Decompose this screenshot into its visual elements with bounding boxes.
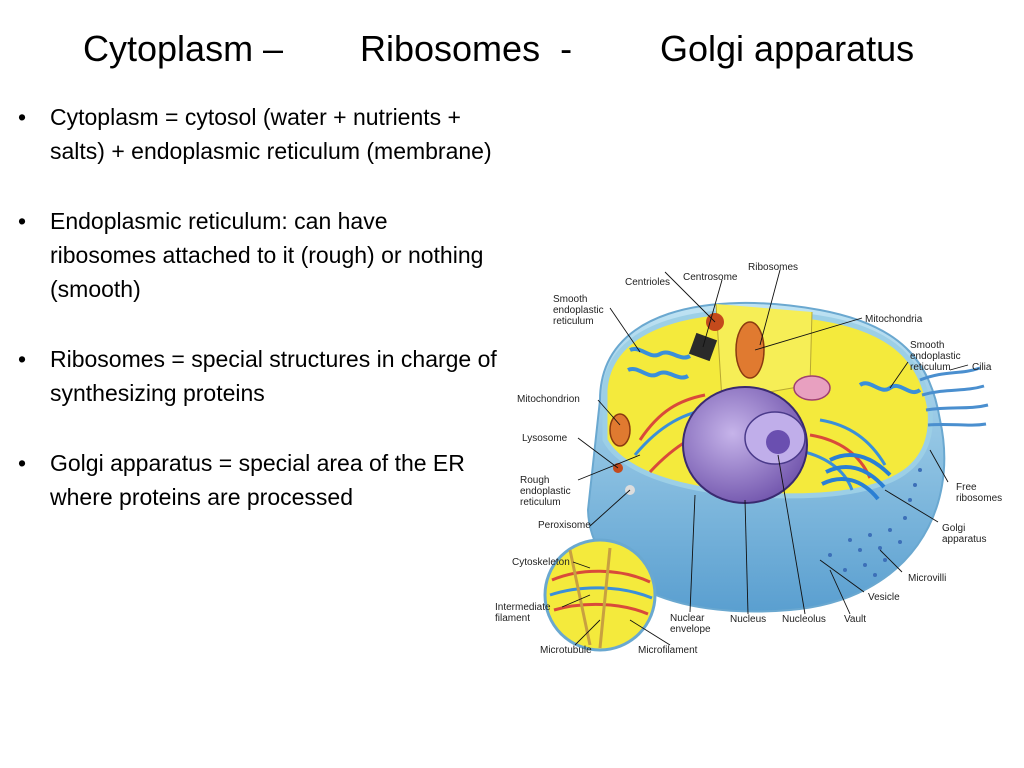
label-centrioles: Centrioles <box>625 277 670 288</box>
cilia <box>919 366 989 427</box>
nucleolus <box>766 430 790 454</box>
bullet-marker: • <box>18 208 27 234</box>
label-smooth-er-right-3: reticulum <box>910 362 951 373</box>
label-rough-er-3: reticulum <box>520 497 561 508</box>
bullet-item: • Ribosomes = special structures in char… <box>18 342 498 410</box>
bullet-list: • Cytoplasm = cytosol (water + nutrients… <box>18 100 498 550</box>
bullet-item: • Golgi apparatus = special area of the … <box>18 446 498 514</box>
label-cytoskeleton: Cytoskeleton <box>512 557 570 568</box>
label-golgi-2: apparatus <box>942 534 986 545</box>
vesicle-body <box>793 375 831 401</box>
label-smooth-er-right-2: endoplastic <box>910 351 961 362</box>
bullet-marker: • <box>18 450 27 476</box>
bullet-marker: • <box>18 346 27 372</box>
bullet-text: Cytoplasm = cytosol (water + nutrients +… <box>50 104 492 164</box>
label-mitochondrion: Mitochondrion <box>517 394 580 405</box>
cell-diagram: Centrioles Centrosome Ribosomes Smooth e… <box>490 250 1024 670</box>
label-intermediate-filament-2: filament <box>495 613 530 624</box>
label-mitochondria: Mitochondria <box>865 314 923 325</box>
bullet-item: • Cytoplasm = cytosol (water + nutrients… <box>18 100 498 168</box>
label-rough-er-1: Rough <box>520 475 549 486</box>
bullet-marker: • <box>18 104 27 130</box>
label-nucleus: Nucleus <box>730 614 766 625</box>
cytoskeleton-inset <box>543 538 657 652</box>
label-nuclear-envelope-1: Nuclear <box>670 613 705 624</box>
bullet-text: Endoplasmic reticulum: can have ribosome… <box>50 208 484 302</box>
label-free-ribosomes-1: Free <box>956 482 977 493</box>
title-part-ribosomes: Ribosomes - <box>360 28 573 69</box>
slide-title: Cytoplasm – Ribosomes - Golgi apparatus <box>0 24 1024 74</box>
bullet-text: Ribosomes = special structures in charge… <box>50 346 497 406</box>
label-golgi-1: Golgi <box>942 523 965 534</box>
nucleus <box>682 386 808 504</box>
label-rough-er-2: endoplastic <box>520 486 571 497</box>
label-nucleolus: Nucleolus <box>782 614 826 625</box>
label-smooth-er-left-2: endoplastic <box>553 305 604 316</box>
title-part-golgi: Golgi apparatus <box>660 28 915 69</box>
label-smooth-er-left-3: reticulum <box>553 316 594 327</box>
label-centrosome: Centrosome <box>683 272 738 283</box>
label-free-ribosomes-2: ribosomes <box>956 493 1002 504</box>
diagram-labels: Centrioles Centrosome Ribosomes Smooth e… <box>495 262 1002 656</box>
label-cilia: Cilia <box>972 362 992 373</box>
label-microtubule: Microtubule <box>540 645 592 656</box>
label-ribosomes: Ribosomes <box>748 262 798 273</box>
label-microvilli: Microvilli <box>908 573 946 584</box>
label-smooth-er-left-1: Smooth <box>553 294 587 305</box>
microvilli <box>828 468 922 577</box>
label-smooth-er-right-1: Smooth <box>910 340 944 351</box>
mitochondria <box>609 321 765 447</box>
golgi-apparatus <box>821 453 892 501</box>
label-peroxisome: Peroxisome <box>538 520 591 531</box>
label-microfilament: Microfilament <box>638 645 698 656</box>
title-part-cytoplasm: Cytoplasm – <box>83 28 284 69</box>
label-lysosome: Lysosome <box>522 433 568 444</box>
leader-lines <box>561 269 969 646</box>
label-vesicle: Vesicle <box>868 592 900 603</box>
label-nuclear-envelope-2: envelope <box>670 624 711 635</box>
bullet-item: • Endoplasmic reticulum: can have riboso… <box>18 204 498 306</box>
label-vault: Vault <box>844 614 866 625</box>
bullet-text: Golgi apparatus = special area of the ER… <box>50 450 465 510</box>
label-intermediate-filament-1: Intermediate <box>495 602 551 613</box>
